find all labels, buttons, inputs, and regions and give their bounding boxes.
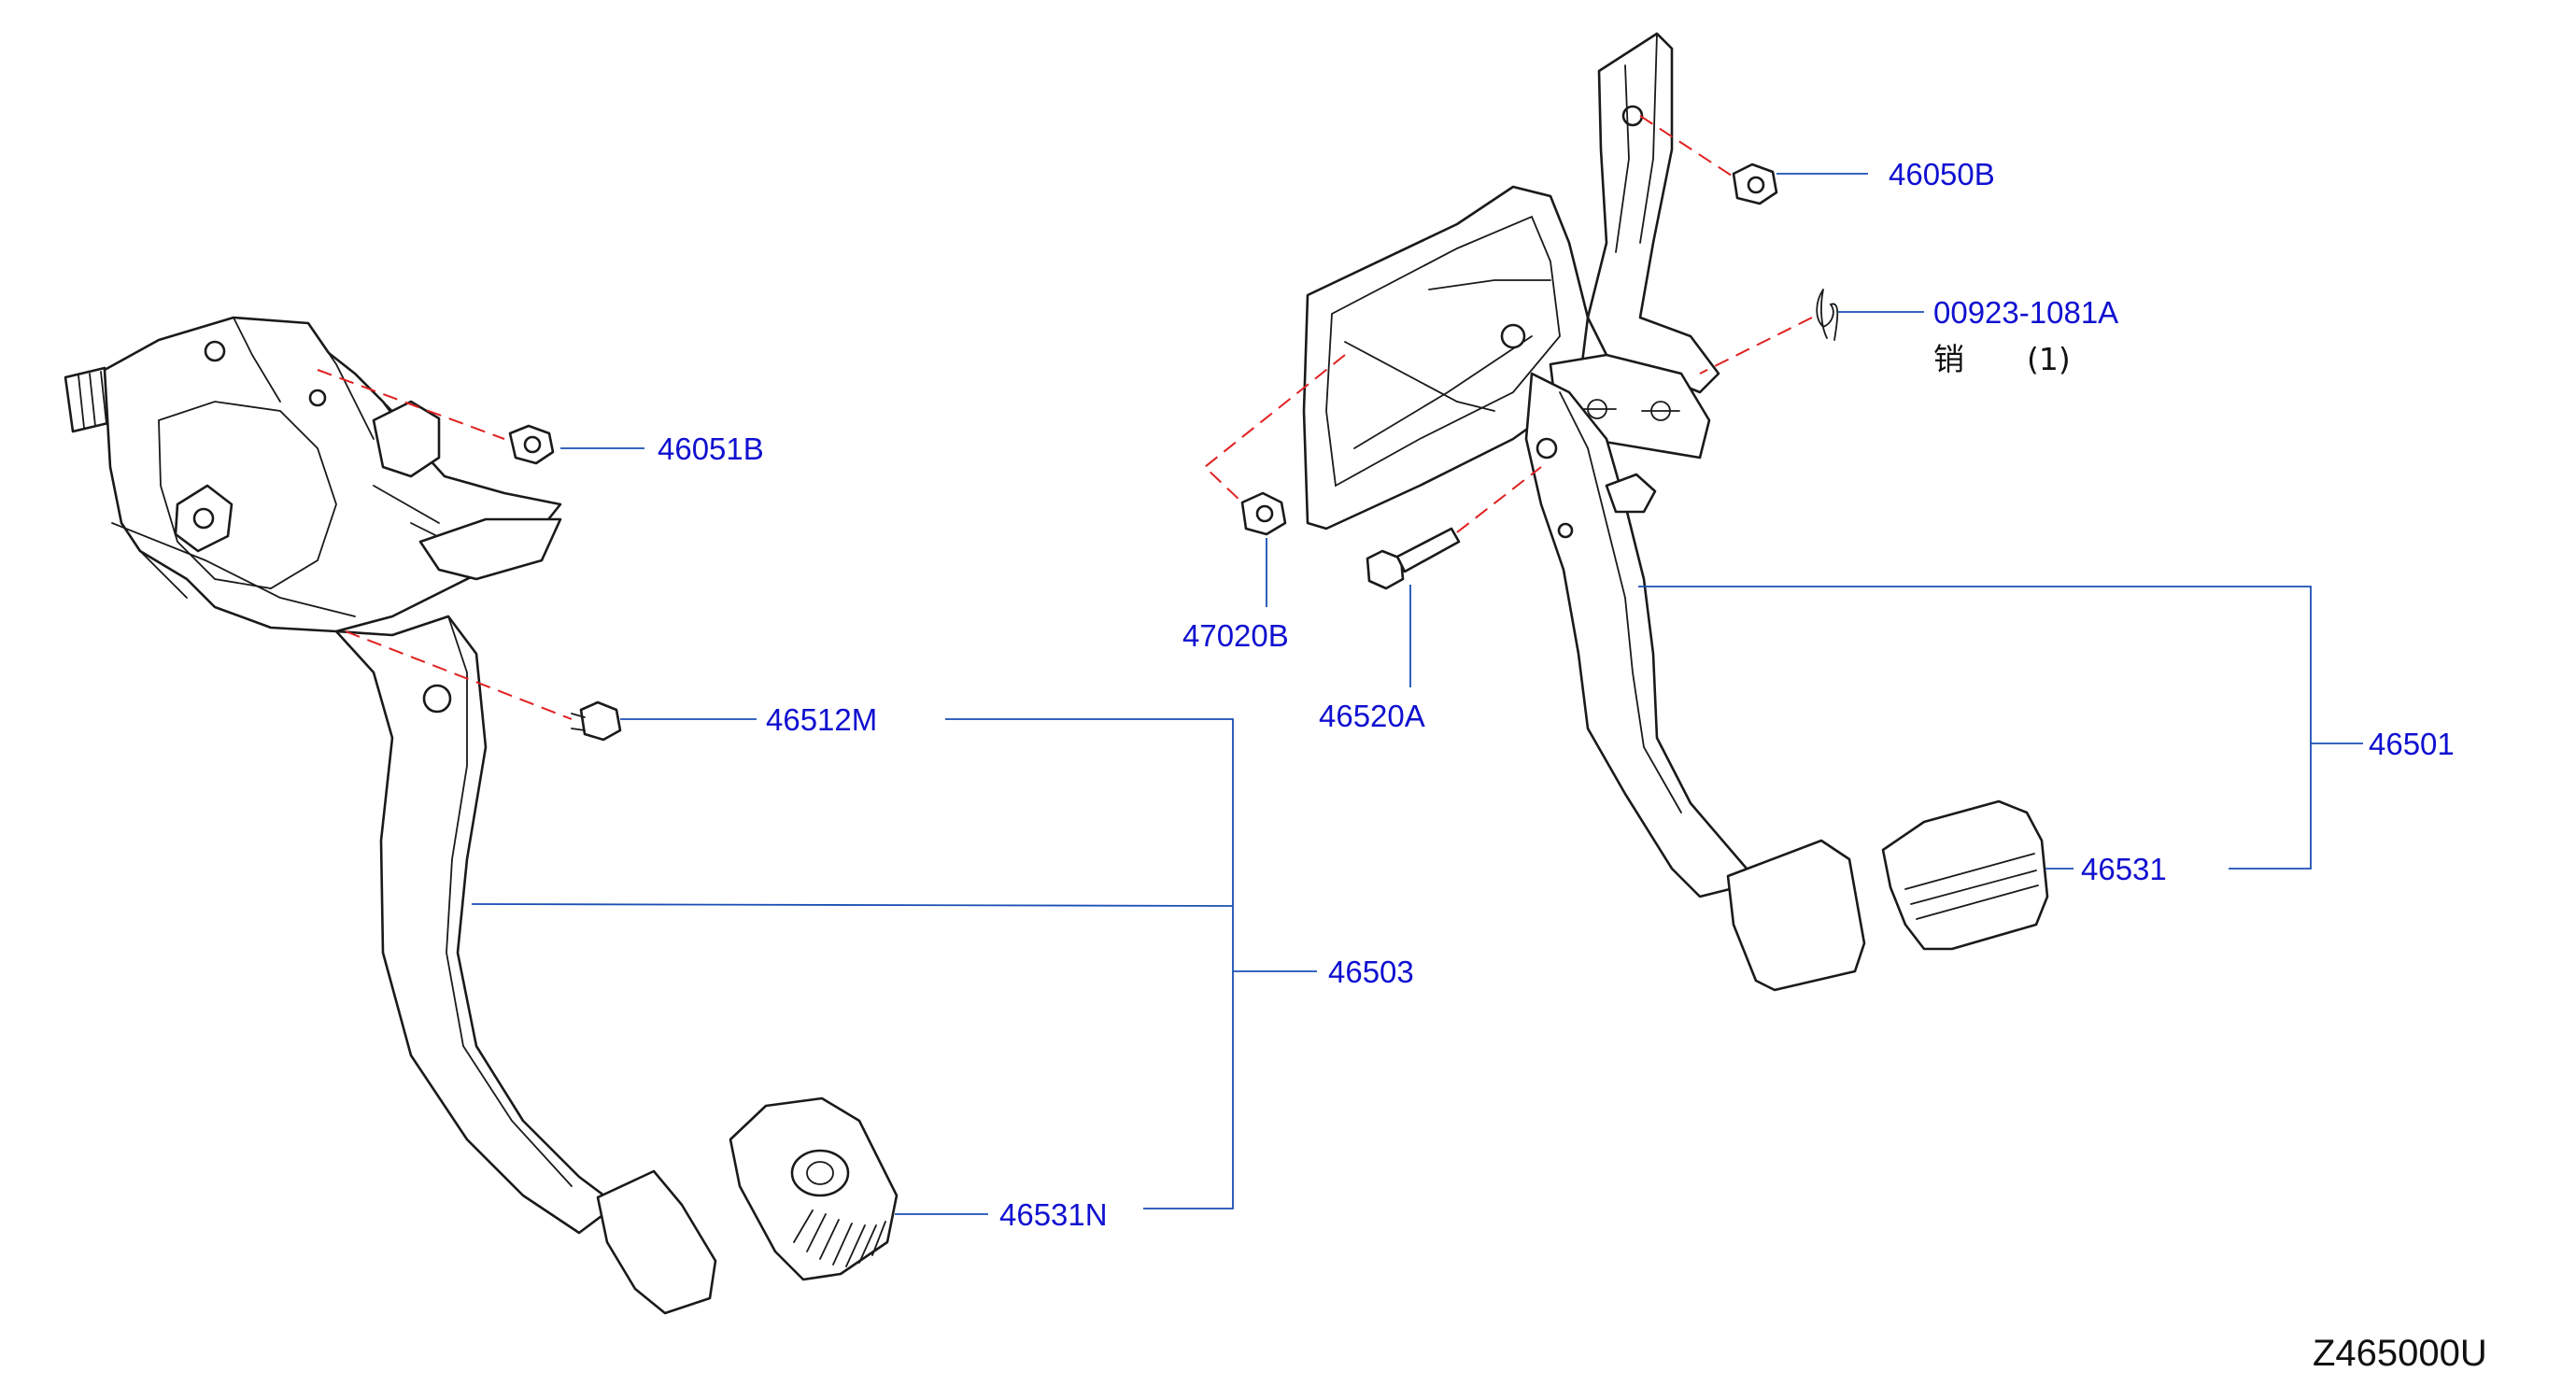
bracket-mount-hole [192,507,215,530]
link-nut-47020B [1203,354,1346,503]
label-46531N: 46531N [999,1197,1108,1232]
note-pin-qty: (1) [2027,341,2071,377]
link-nut-46050B [1639,115,1738,180]
brake-pedal-foot [1726,839,1866,992]
leader-46501-arm [1638,586,2312,870]
clevis-pin-46520A-shank [1395,527,1461,573]
diagram-code: Z465000U [2313,1333,2487,1374]
clutch-pedal-arm [334,615,618,1235]
leader-46503-bracket [945,718,1234,1209]
nut-47020B-hole [1255,504,1274,523]
clutch-switch-clip [372,400,441,478]
bracket-inner-contour [158,401,337,589]
label-46520A: 46520A [1319,699,1425,733]
brake-bracket-strap [1586,32,1720,394]
bracket-side-hole [308,389,327,407]
strap-fold-lines [1615,33,1658,253]
clutch-pedal-assembly [64,316,899,1315]
pedal-pivot-hole [422,684,452,714]
label-47020B: 47020B [1182,618,1289,653]
link-nut-46051B [317,369,505,440]
brake-pedal-arm [1524,372,1748,898]
label-46050B: 46050B [1889,157,1995,191]
pedal-pad-46531 [1881,799,2049,951]
pivot-plate-keyholes [1578,399,1680,421]
bracket-top-hole [204,340,226,362]
nut-46050B-hole [1747,176,1765,194]
link-pin-46520A [1456,466,1542,533]
pedal-pad-46531-ribs [1904,853,2039,920]
brake-arm-hole [1536,437,1558,460]
pedal-arm-inner-edge [446,615,573,1187]
label-46512M: 46512M [766,702,877,737]
clevis-pin-46512M [579,700,622,742]
pedal-pad-46531N-boss [790,1149,850,1197]
frame-inner-opening [1325,215,1561,488]
link-snap-pin [1699,317,1813,375]
label-46503: 46503 [1328,955,1414,989]
label-46531: 46531 [2081,852,2167,886]
frame-braces [1344,279,1551,449]
brake-pedal-assembly [1240,32,2049,992]
label-46051B: 46051B [658,431,764,466]
brake-arm-hole-2 [1557,522,1574,539]
pedal-pad-46531N-ribs [793,1209,886,1267]
clutch-pedal-foot [596,1169,717,1315]
brake-arm-stop-tab [1605,473,1657,514]
link-pin-46512M [345,630,573,720]
nut-46051B-hole [523,435,542,454]
clevis-pin-shank [571,713,586,731]
clevis-pin-46520A [1366,549,1405,590]
label-46501: 46501 [2369,727,2455,761]
frame-hole [1500,323,1526,349]
leader-46503-arm [471,903,1234,907]
bracket-side-tab [418,517,562,581]
connector-ribs [78,371,107,429]
label-00923-1081A: 00923-1081A [1933,295,2118,330]
note-pin-char: 销 [1933,341,1964,377]
pedal-pad-46531N-hole [806,1161,834,1185]
brake-arm-inner-edge [1559,391,1682,813]
bracket-plate-lines [111,485,487,617]
snap-pin-00923-1081A [1816,289,1839,341]
